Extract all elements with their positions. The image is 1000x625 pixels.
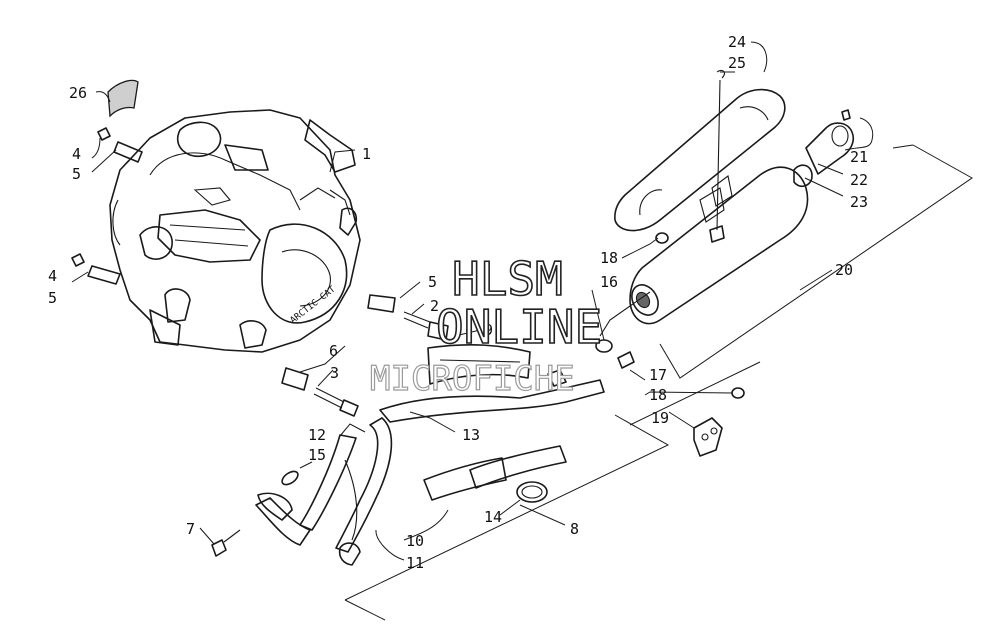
callout-19: 19 <box>651 409 669 427</box>
callout-1: 1 <box>362 145 371 163</box>
callout-13: 13 <box>462 426 480 444</box>
gasket-23 <box>793 164 813 188</box>
callout-4-lower: 4 <box>48 267 57 285</box>
bushing-18-upper <box>655 232 669 244</box>
callout-4-upper: 4 <box>72 145 81 163</box>
callout-21: 21 <box>850 148 868 166</box>
callout-16: 16 <box>600 273 618 291</box>
screw-25 <box>709 69 726 243</box>
callout-25: 25 <box>728 54 746 72</box>
sleeve-and-bolt-right <box>367 294 449 341</box>
callout-7: 7 <box>186 520 195 538</box>
assembly-bracket-8 <box>344 414 670 621</box>
stud-bolt-upper <box>97 127 143 163</box>
watermark-line-2: ONLINE <box>436 300 602 354</box>
callout-5-lower: 5 <box>48 289 57 307</box>
callout-24: 24 <box>728 33 746 51</box>
watermark-line-1: HLSM <box>452 252 563 306</box>
callout-11: 11 <box>406 554 424 572</box>
part-26-shape <box>107 79 139 118</box>
callout-12: 12 <box>308 426 326 444</box>
bracket-19 <box>693 417 723 457</box>
callout-15: 15 <box>308 446 326 464</box>
watermark: HLSM ONLINE MICROFICHE <box>369 251 603 399</box>
part-9-shape <box>427 343 531 385</box>
callout-labels: 26 4 5 4 5 1 5 2 9 6 3 12 15 13 7 14 8 1… <box>48 33 868 572</box>
callout-2: 2 <box>430 297 439 315</box>
callout-6: 6 <box>329 342 338 360</box>
callout-14: 14 <box>484 508 502 526</box>
callout-23: 23 <box>850 193 868 211</box>
callout-18-upper: 18 <box>600 249 618 267</box>
ring-15 <box>281 470 299 486</box>
part-10-shape <box>423 457 507 501</box>
callout-18-lower: 18 <box>649 386 667 404</box>
callout-20: 20 <box>835 261 853 279</box>
screw-21 <box>841 109 851 121</box>
watermark-line-3: MICROFICHE <box>370 359 575 399</box>
bolt-7 <box>211 529 241 557</box>
heat-shield-24 <box>614 88 786 232</box>
callout-26: 26 <box>69 84 87 102</box>
stud-bolt-lower <box>71 253 121 285</box>
leader-lines <box>71 41 874 561</box>
part-11-shape <box>338 445 567 566</box>
callout-8: 8 <box>570 520 579 538</box>
callout-9: 9 <box>484 321 493 339</box>
callout-3: 3 <box>330 364 339 382</box>
sleeve-and-bolt-lower <box>281 367 359 417</box>
callout-5-right: 5 <box>428 273 437 291</box>
clamp-14 <box>516 481 548 503</box>
bushing-18-lower <box>731 387 745 399</box>
callout-22: 22 <box>850 171 868 189</box>
engine-assembly <box>109 109 361 353</box>
muffler-20 <box>599 166 809 337</box>
spring-17 <box>547 351 635 387</box>
callout-10: 10 <box>406 532 424 550</box>
header-pipe-12 <box>255 417 393 553</box>
assembly-bracket-20 <box>629 144 973 426</box>
spark-arrestor-22 <box>805 122 855 175</box>
callout-5-upper: 5 <box>72 165 81 183</box>
callout-17: 17 <box>649 366 667 384</box>
part-13-shape <box>379 379 605 423</box>
